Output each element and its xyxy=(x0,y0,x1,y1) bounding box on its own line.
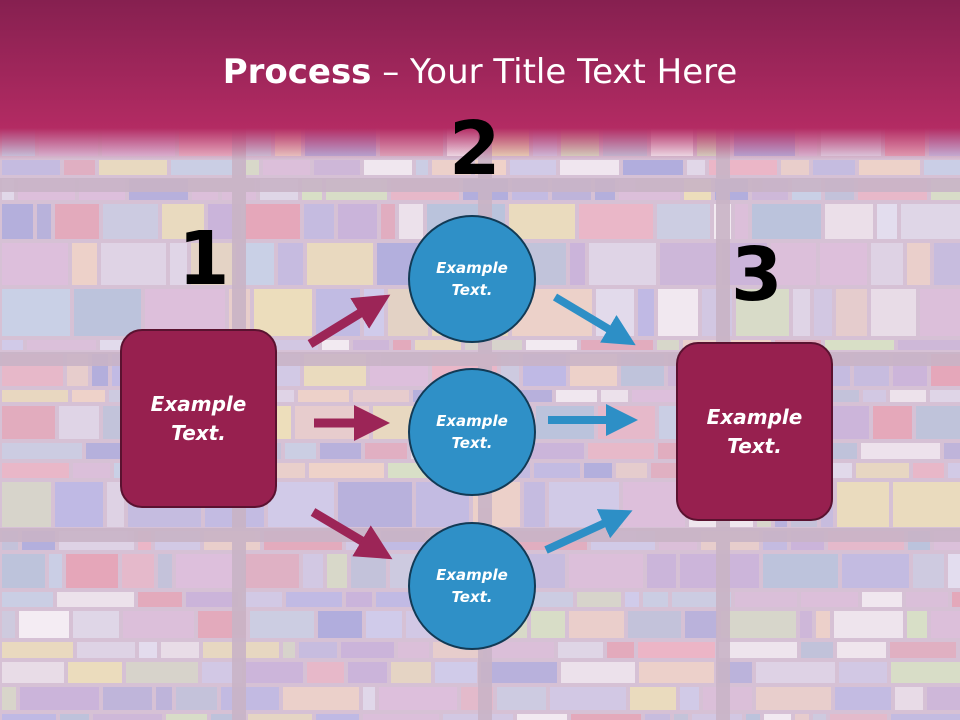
circle-top-line1: Example xyxy=(436,258,508,277)
step-number-3: 3 xyxy=(731,232,783,318)
right-process-box: Example Text. xyxy=(676,342,833,521)
circle-middle-line2: Text. xyxy=(451,434,493,452)
circle-bottom-line1: Example xyxy=(436,565,508,584)
left-box-line2: Text. xyxy=(171,420,226,445)
process-circle-bottom: Example Text. xyxy=(408,522,536,650)
step-number-1: 1 xyxy=(178,216,230,302)
left-process-box: Example Text. xyxy=(120,329,277,508)
left-box-line1: Example xyxy=(150,391,247,416)
slide-title: Process – Your Title Text Here xyxy=(0,52,960,92)
process-circle-top: Example Text. xyxy=(408,215,536,343)
circle-middle-line1: Example xyxy=(436,411,508,430)
right-box-line2: Text. xyxy=(727,433,782,458)
title-rest: – Your Title Text Here xyxy=(371,52,738,92)
process-circle-middle: Example Text. xyxy=(408,368,536,496)
circle-bottom-line2: Text. xyxy=(451,588,493,606)
circle-top-line2: Text. xyxy=(451,281,493,299)
title-bold: Process xyxy=(222,52,372,92)
step-number-2: 2 xyxy=(449,106,501,192)
right-box-line1: Example xyxy=(706,404,803,429)
